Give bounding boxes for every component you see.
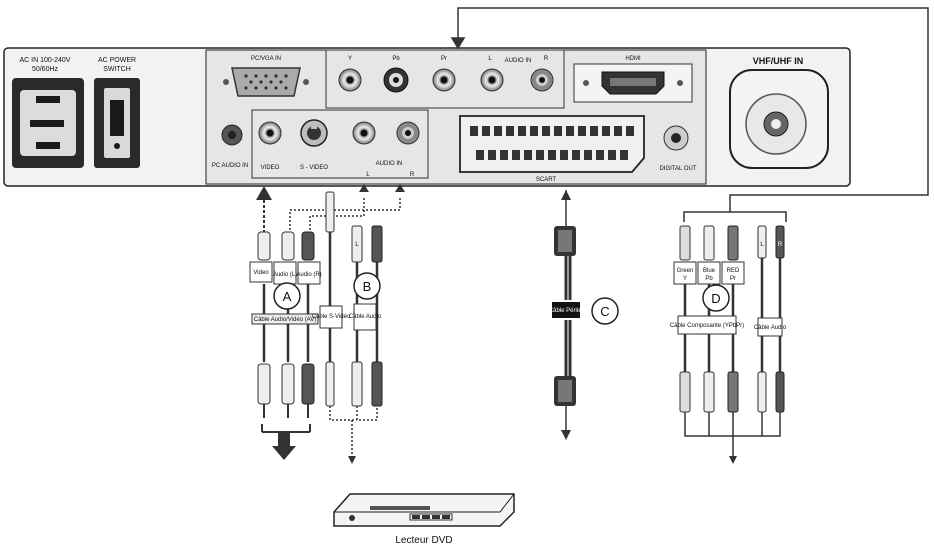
dvd-player: Lecteur DVD <box>333 493 515 546</box>
video-label: VIDEO <box>261 165 280 171</box>
cable-d: L R Green Y Blue Pb RED Pr D Câble Compo… <box>670 211 787 464</box>
d-red-label: RED <box>727 268 740 274</box>
audio-in-r-small: R <box>410 172 415 178</box>
audio-in-bottom-label: AUDIO IN <box>376 161 403 167</box>
marker-b <box>353 272 381 300</box>
digital-out-label: DIGITAL OUT <box>659 166 696 172</box>
vga-port[interactable] <box>231 67 301 97</box>
marker-d-label: D <box>711 291 720 306</box>
hdmi-label: HDMI <box>625 56 641 62</box>
pr-label: Pr <box>441 56 447 62</box>
d-component-tag <box>677 315 737 335</box>
cable-c: Câble Péritel C <box>549 190 619 440</box>
switch-label: SWITCH <box>103 66 131 73</box>
cable-a: Video Audio (L) Audio (R) A Câble Audio/… <box>249 184 405 460</box>
marker-b-label: B <box>363 279 372 294</box>
d-audio-name: Câble Audio <box>754 325 787 331</box>
audio-top-r-label: R <box>544 56 549 62</box>
ac-power-label: AC POWER <box>98 57 136 64</box>
a-audio-r-label: Audio (R) <box>296 272 321 278</box>
b-svideo-name: Câble S-Vidéo <box>312 314 351 320</box>
b-audio-tag <box>353 303 377 331</box>
b-svideo-tag <box>319 305 343 329</box>
tv-back-panel: AC IN 100-240V 50/60Hz AC POWER SWITCH P… <box>3 47 851 187</box>
d-green-sub: Y <box>683 276 687 282</box>
audio-top-l-label: L <box>488 56 492 62</box>
pb-label: Pb <box>392 56 400 62</box>
d-r-label: R <box>778 242 783 248</box>
a-cable-tag <box>251 313 319 325</box>
ac-in-label: AC IN 100-240V <box>20 57 71 64</box>
d-l-label: L <box>760 242 764 248</box>
vhf-uhf-label: VHF/UHF IN <box>753 56 804 66</box>
cable-b: L Câble S-Vidéo B Câble Audio <box>312 191 383 464</box>
marker-c <box>591 297 619 325</box>
scart-port[interactable] <box>459 115 645 173</box>
pc-vga-label: PC/VGA IN <box>251 56 281 62</box>
marker-a <box>273 282 301 310</box>
marker-a-label: A <box>283 289 292 304</box>
s-video-label: S - VIDEO <box>300 165 328 171</box>
dvd-player-label: Lecteur DVD <box>395 535 452 546</box>
audio-in-l-small: L <box>366 172 370 178</box>
a-audio-l-label: Audio (L) <box>273 272 297 278</box>
c-cable-name: Câble Péritel <box>549 308 583 314</box>
d-audio-tag <box>757 317 783 337</box>
ac-freq-label: 50/60Hz <box>32 66 59 73</box>
marker-c-label: C <box>600 304 609 319</box>
c-cable-tag <box>552 302 580 318</box>
pc-audio-in-label: PC AUDIO IN <box>212 163 248 169</box>
d-red-sub: Pr <box>730 276 736 282</box>
d-blue-label: Blue <box>703 268 716 274</box>
scart-label: SCART <box>536 177 557 183</box>
d-blue-sub: Pb <box>705 276 713 282</box>
antenna-lead <box>450 7 929 212</box>
a-video-tag <box>249 261 273 283</box>
a-video-label: Video <box>253 270 269 276</box>
y-label: Y <box>348 56 352 62</box>
d-green-label: Green <box>677 268 694 274</box>
b-audio-name: Câble Audio <box>349 314 382 320</box>
audio-top-label: AUDIO IN <box>505 58 532 64</box>
marker-d <box>702 284 730 312</box>
d-component-name: Câble Composante (YPbPr) <box>670 323 744 329</box>
b-l-label: L <box>355 242 359 248</box>
a-cable-name: Câble Audio/Vidéo (AV) <box>254 317 316 323</box>
